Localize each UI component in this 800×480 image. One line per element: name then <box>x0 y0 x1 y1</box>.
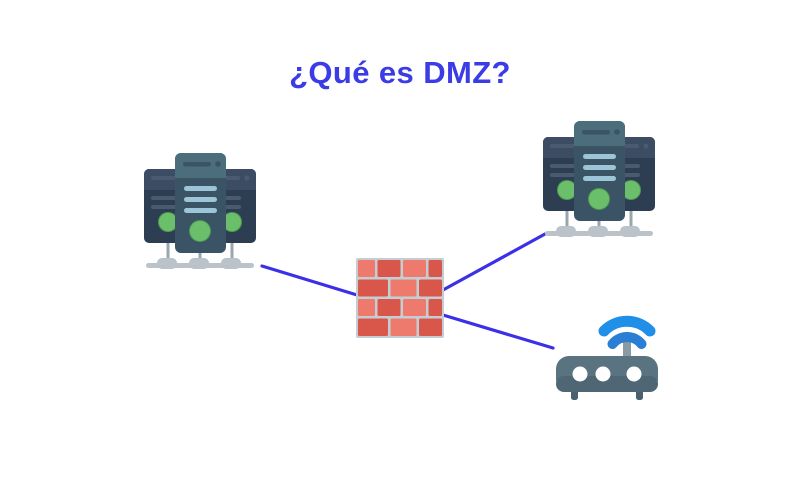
server-stand-left <box>146 240 254 269</box>
server-rack-left[interactable] <box>144 153 256 269</box>
link-firewall-to-dmz-servers <box>441 232 547 292</box>
link-firewall-to-router <box>441 313 555 350</box>
firewall-icon[interactable] <box>356 258 444 338</box>
server-unit-right-2 <box>574 121 625 221</box>
router-led-2 <box>595 366 611 382</box>
page-title: ¿Qué es DMZ? <box>289 55 511 90</box>
server-unit-left-2 <box>175 153 226 253</box>
wifi-router-icon[interactable] <box>556 315 658 400</box>
link-internal-to-firewall <box>260 264 359 297</box>
server-rack-right[interactable] <box>543 121 655 237</box>
wifi-signal-icon <box>598 315 656 349</box>
router-led-1 <box>572 366 588 382</box>
router-led-3 <box>626 366 642 382</box>
server-stand-right <box>545 208 653 237</box>
connection-lines <box>260 232 555 350</box>
